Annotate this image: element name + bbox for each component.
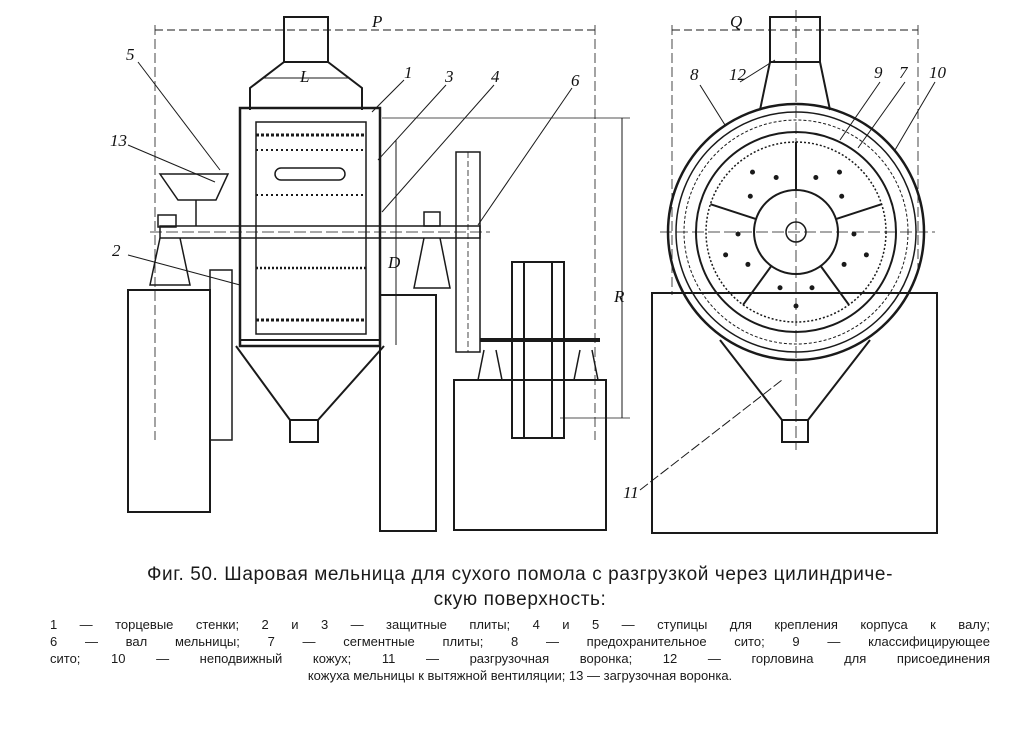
- part-label-3: 3: [444, 67, 454, 86]
- dim-l-label: L: [299, 67, 309, 86]
- dim-r-label: R: [613, 287, 625, 306]
- segment-divider: [742, 265, 773, 306]
- part-label-2: 2: [112, 241, 121, 260]
- plate-bolt: [723, 252, 729, 258]
- figure-caption: Фиг. 50. Шаровая мельница для сухого пом…: [40, 562, 1000, 684]
- segment-plates: [710, 142, 882, 309]
- mill-figure: P L D: [110, 10, 947, 534]
- part-label-9: 9: [874, 63, 883, 82]
- part-label-7: 7: [899, 63, 909, 82]
- plate-bolt: [851, 231, 857, 237]
- front-view: Q 8 12 9 7 10 11: [623, 10, 947, 534]
- legend-line-3: сито; 10 — неподвижный кожух; 11 — разгр…: [50, 651, 990, 666]
- dim-p-label: P: [371, 12, 382, 31]
- segment-divider: [819, 265, 850, 306]
- plate-bolt: [863, 252, 869, 258]
- caption-title-line-2: скую поверхность:: [433, 589, 607, 610]
- segment-divider: [710, 203, 757, 220]
- legend-line-4: кожуха мельницы к вытяжной вентиляции; 1…: [307, 668, 733, 683]
- plate-bolt: [745, 261, 751, 267]
- plate-bolt: [777, 285, 783, 291]
- plate-bolt: [841, 261, 847, 267]
- plate-bolt: [839, 193, 845, 199]
- segment-divider: [835, 203, 882, 220]
- legend-line-1: 1 — торцевые стенки; 2 и 3 — защитные пл…: [50, 617, 990, 632]
- plate-bolt: [813, 174, 819, 180]
- plate-bolt: [747, 193, 753, 199]
- dim-d-label: D: [387, 253, 401, 272]
- caption-title: Фиг. 50. Шаровая мельница для сухого пом…: [40, 562, 1000, 612]
- plate-bolt: [809, 285, 815, 291]
- part-label-13: 13: [110, 131, 127, 150]
- part-label-10: 10: [929, 63, 947, 82]
- plate-bolt: [735, 231, 741, 237]
- caption-legend: 1 — торцевые стенки; 2 и 3 — защитные пл…: [40, 616, 1000, 684]
- mill-drawing: P L D: [110, 10, 947, 534]
- part-label-4: 4: [491, 67, 500, 86]
- plate-bolt: [773, 174, 779, 180]
- part-label-6: 6: [571, 71, 580, 90]
- part-label-5: 5: [126, 45, 135, 64]
- part-label-11: 11: [623, 483, 639, 502]
- caption-title-line-1: Фиг. 50. Шаровая мельница для сухого пом…: [146, 564, 894, 585]
- side-view: P L D: [110, 12, 630, 532]
- legend-line-2: 6 — вал мельницы; 7 — сегментные плиты; …: [50, 634, 990, 649]
- part-label-8: 8: [690, 65, 699, 84]
- plate-bolt: [836, 169, 842, 175]
- plate-bolt: [750, 169, 756, 175]
- dim-q-label: Q: [730, 12, 742, 31]
- part-label-12: 12: [729, 65, 747, 84]
- part-label-1: 1: [404, 63, 413, 82]
